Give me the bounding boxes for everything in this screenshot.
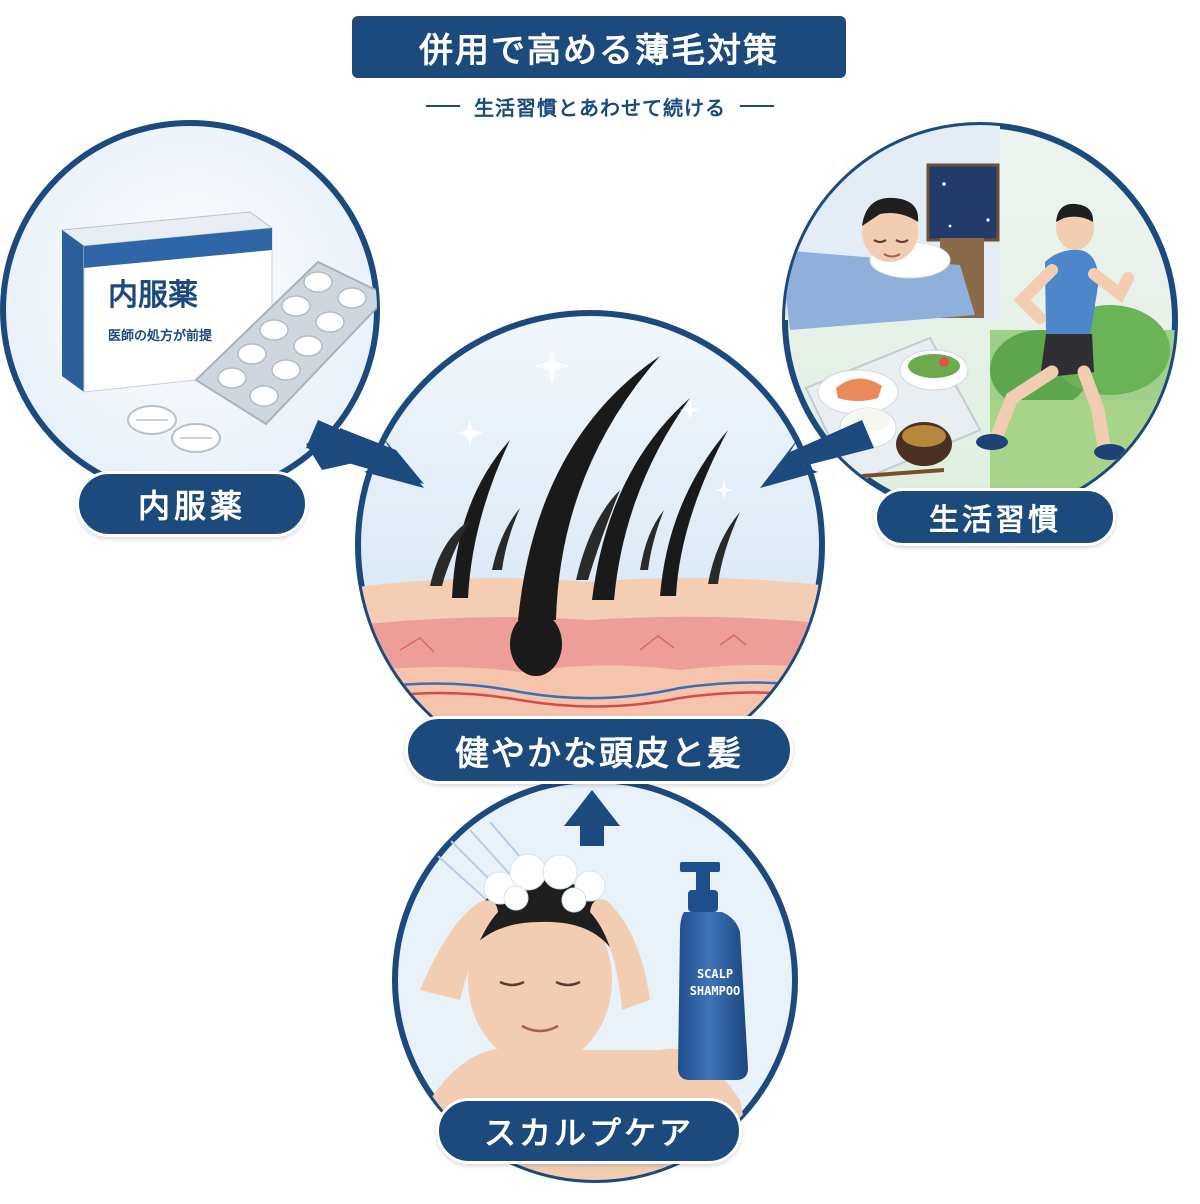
bottle-label-line2: SHAMPOO xyxy=(689,984,741,998)
medicine-box-note: 医師の処方が前提 xyxy=(108,329,213,344)
running-man-icon xyxy=(976,203,1134,460)
subtitle-dash-left xyxy=(426,105,460,107)
medication-circle xyxy=(0,120,380,500)
sleeping-man-icon xyxy=(862,197,919,262)
sparkle-icons xyxy=(457,348,734,500)
arrow-from-lifestyle xyxy=(760,420,874,488)
tablet-icon xyxy=(127,405,221,453)
page-subtitle: 生活習慣とあわせて続ける xyxy=(380,88,820,124)
shampoo-bottle-icon xyxy=(678,862,748,1080)
arrow-from-scalp-care xyxy=(564,790,620,846)
label-scalp-care: スカルプケア xyxy=(436,1098,742,1164)
subtitle-dash-right xyxy=(740,105,774,107)
label-center: 健やかな頭皮と髪 xyxy=(405,716,793,784)
page-title: 併用で高める薄毛対策 xyxy=(352,16,846,78)
hair-follicle-icon xyxy=(430,356,740,676)
medicine-box-title: 内服薬 xyxy=(108,278,198,313)
label-lifestyle: 生活習慣 xyxy=(874,488,1116,546)
bottle-label-line1: SCALP xyxy=(696,967,734,981)
label-medication: 内服薬 xyxy=(76,471,308,537)
subtitle-text: 生活習慣とあわせて続ける xyxy=(474,95,726,120)
tablet-blister-icon xyxy=(194,260,377,426)
arrow-from-medication xyxy=(306,420,424,488)
shampoo-bottle-label: SCALP SHAMPOO xyxy=(680,966,750,1000)
night-window xyxy=(926,163,1000,242)
